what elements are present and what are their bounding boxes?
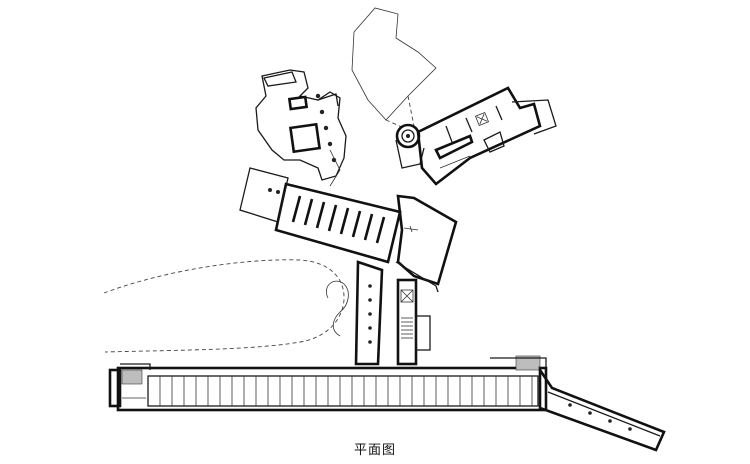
long-wing [108,355,548,412]
auditorium-cluster [255,69,347,187]
connector-stairs [396,278,431,366]
southeast-wing [538,365,666,452]
plan-caption: 平面图 [353,443,396,458]
garden-boundary [103,259,349,353]
north-pavilion [351,7,437,129]
link-corridor [354,260,384,366]
central-hall [395,194,458,293]
east-wing [416,86,557,186]
reading-hall [239,167,402,264]
